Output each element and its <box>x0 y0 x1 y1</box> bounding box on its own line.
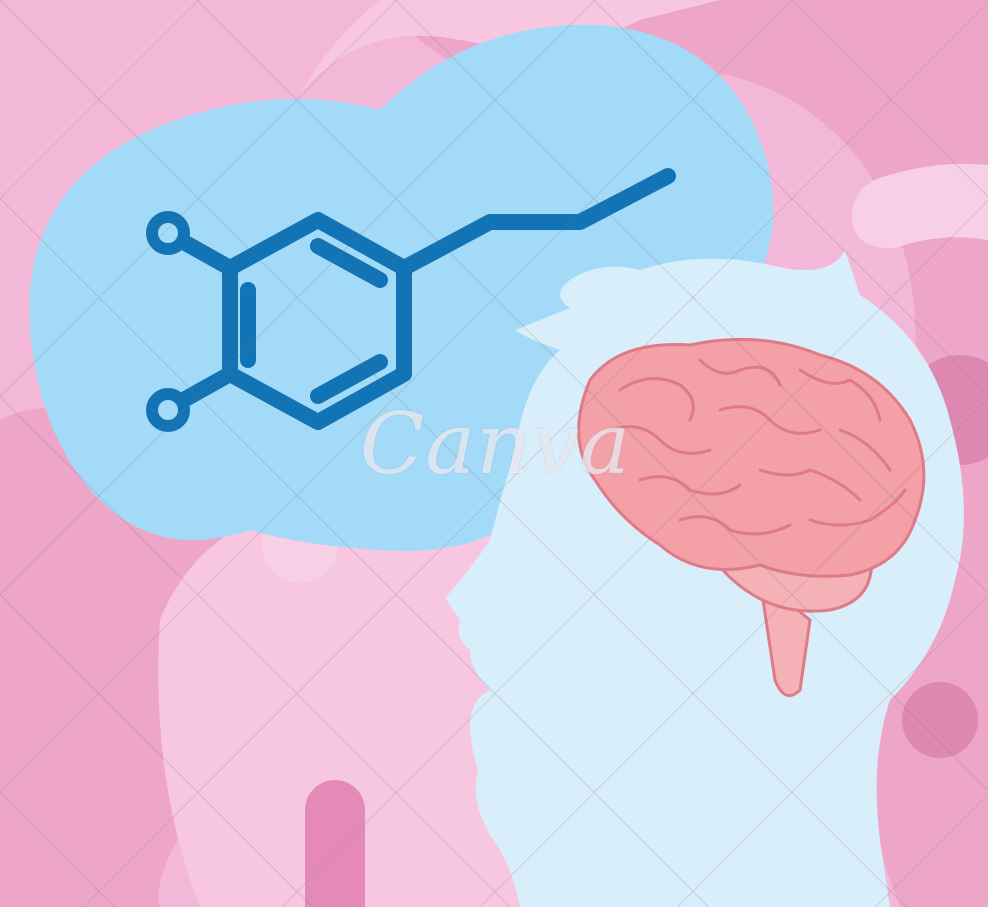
illustration-canvas: Canva <box>0 0 988 907</box>
watermark-grid-overlay <box>0 0 988 907</box>
illustration-svg <box>0 0 988 907</box>
